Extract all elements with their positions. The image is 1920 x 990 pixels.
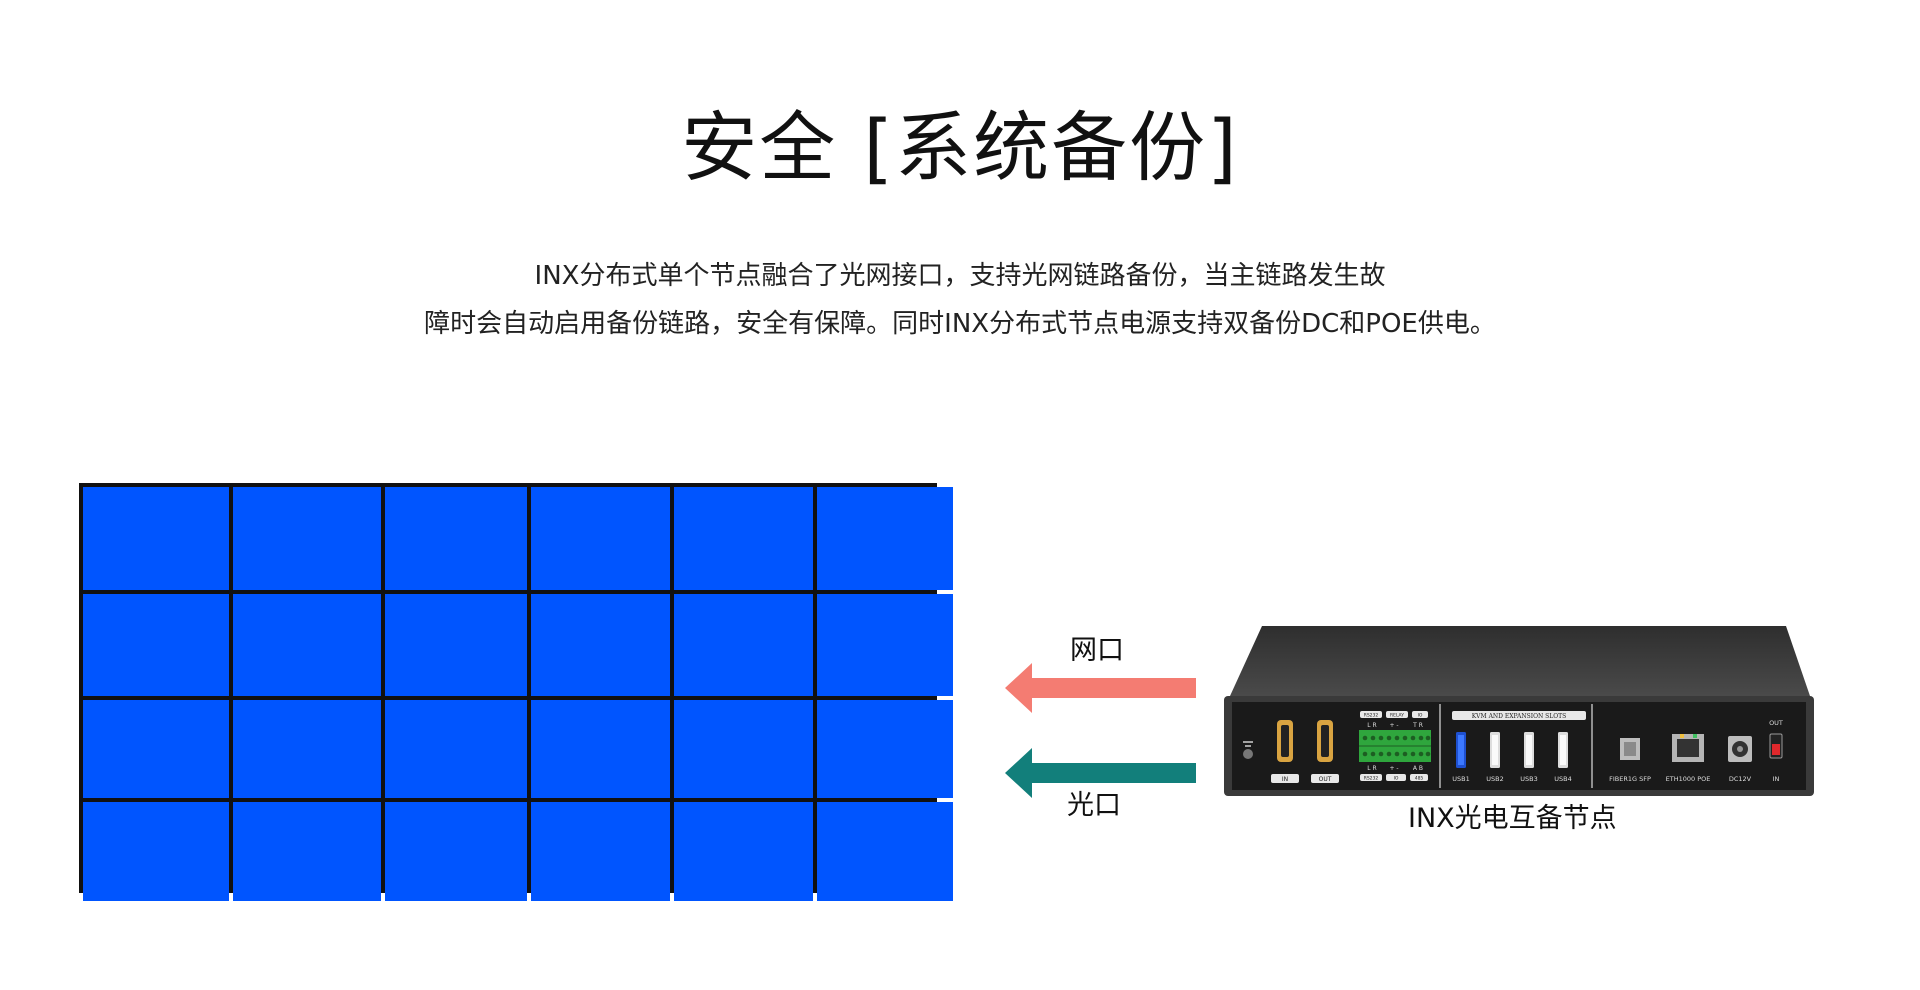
video-wall-screen <box>385 594 527 696</box>
video-wall-screen <box>233 802 381 901</box>
page-title: 安全 [系统备份] <box>681 103 1239 192</box>
description-line-1: INX分布式单个节点融合了光网接口，支持光网链路备份，当主链路发生故 <box>534 261 1386 291</box>
video-wall-screen <box>385 487 527 590</box>
fiber-label: FIBER1G SFP <box>1609 775 1651 783</box>
hdmi-out-port <box>1317 720 1333 762</box>
eth-label: ETH1000 POE <box>1666 775 1711 783</box>
network-link-arrow-icon <box>1005 663 1196 713</box>
video-wall-screen <box>233 594 381 696</box>
inx-device-illustration: IN OUT RS232 RELAY IO L R + - T R L R + … <box>1224 626 1814 796</box>
video-wall-screen <box>674 700 813 798</box>
slots-title: KVM AND EXPANSION SLOTS <box>1472 713 1567 720</box>
terminal-top-2: + - <box>1389 722 1398 729</box>
device-top-cover <box>1230 626 1810 696</box>
video-wall <box>79 483 953 901</box>
usb1-label: USB1 <box>1452 775 1469 783</box>
fiber-port-label: 光口 <box>1067 790 1121 821</box>
video-wall-screen <box>83 802 229 901</box>
video-wall-screen <box>531 700 670 798</box>
terminal-badge-3: IO <box>1418 713 1423 719</box>
ethernet-port <box>1672 734 1704 762</box>
video-wall-screen <box>531 594 670 696</box>
video-wall-screen <box>83 487 229 590</box>
dc-label: DC12V <box>1729 775 1752 783</box>
terminal-badge-2: RELAY <box>1390 713 1404 719</box>
terminal-badge-5: IO <box>1394 776 1399 782</box>
terminal-bottom-3: A B <box>1413 765 1423 772</box>
ground-icon <box>1243 741 1253 759</box>
hdmi-in-port <box>1277 720 1293 762</box>
terminal-badge-6: 485 <box>1415 776 1424 782</box>
video-wall-screen <box>817 594 953 696</box>
terminal-badge-1: RS232 <box>1364 713 1379 719</box>
description-line-2: 障时会自动启用备份链路，安全有保障。同时INX分布式节点电源支持双备份DC和PO… <box>424 309 1496 339</box>
video-wall-screen <box>817 700 953 798</box>
video-wall-screen <box>817 802 953 901</box>
fiber-link-arrow-icon <box>1005 748 1196 798</box>
video-wall-screen <box>531 487 670 590</box>
hdmi-in-label: IN <box>1282 776 1288 783</box>
video-wall-screen <box>674 594 813 696</box>
hdmi-out-label: OUT <box>1319 776 1332 783</box>
video-wall-screen <box>674 802 813 901</box>
fiber-sfp-port <box>1620 738 1640 760</box>
power-switch <box>1769 733 1783 759</box>
video-wall-screen <box>83 594 229 696</box>
terminal-badge-4: RS232 <box>1364 776 1379 782</box>
video-wall-screen <box>674 487 813 590</box>
usb2-label: USB2 <box>1486 775 1503 783</box>
video-wall-screen <box>233 487 381 590</box>
terminal-block: RS232 RELAY IO L R + - T R L R + - A B R… <box>1359 711 1431 782</box>
terminal-bottom-1: L R <box>1367 765 1376 772</box>
video-wall-screen <box>385 700 527 798</box>
terminal-top-3: T R <box>1412 722 1423 729</box>
switch-out-label: OUT <box>1769 719 1783 727</box>
terminal-top-1: L R <box>1367 722 1376 729</box>
device-name-label: INX光电互备节点 <box>1408 803 1617 834</box>
terminal-bottom-2: + - <box>1389 765 1398 772</box>
usb4-label: USB4 <box>1554 775 1571 783</box>
usb-ports <box>1456 732 1568 768</box>
video-wall-screen <box>817 487 953 590</box>
video-wall-screen <box>385 802 527 901</box>
video-wall-screen <box>531 802 670 901</box>
switch-in-label: IN <box>1773 775 1780 783</box>
video-wall-screen <box>233 700 381 798</box>
dc-power-port <box>1728 736 1752 762</box>
usb3-label: USB3 <box>1520 775 1537 783</box>
video-wall-screen <box>83 700 229 798</box>
network-port-label: 网口 <box>1070 635 1124 666</box>
